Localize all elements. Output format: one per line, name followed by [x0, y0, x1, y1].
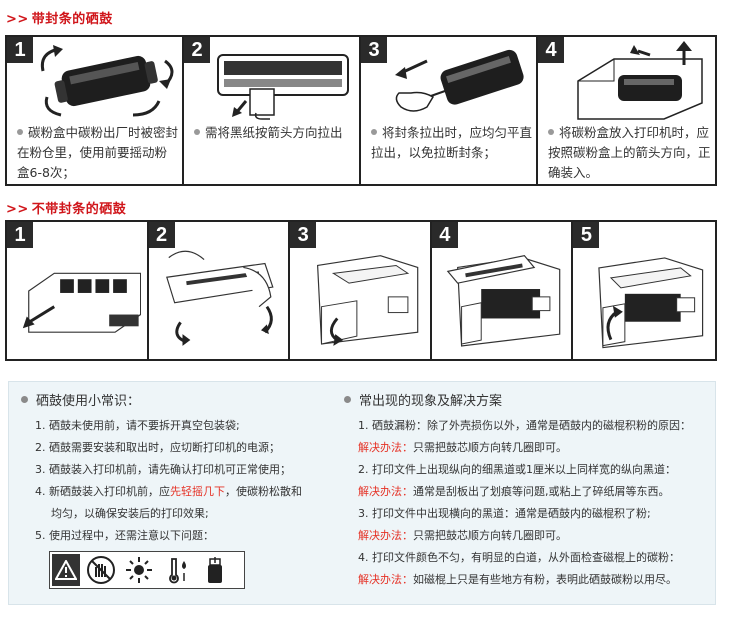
no-touch-icon — [84, 554, 118, 586]
sealed-step-2: 2 需将黑纸按箭头方向拉出 — [184, 37, 361, 184]
step-text: 将封条拉出时，应均匀平直拉出，以免拉断封条； — [371, 125, 533, 160]
tips-heading: 硒鼓使用小常识： — [21, 390, 339, 409]
tips-and-faq-panel: 硒鼓使用小常识： 1. 硒鼓未使用前，请不要拆开真空包装袋; 2. 硒鼓需要安装… — [8, 381, 716, 605]
step-number: 1 — [7, 222, 33, 248]
faq-question: 4. 打印文件颜色不匀，有明显的白道，从外面检查磁棍上的碳粉： — [358, 551, 680, 564]
step-text: 需将黑纸按箭头方向拉出 — [194, 123, 355, 143]
shake-drum-illustration — [165, 250, 274, 346]
no-sunlight-icon — [122, 554, 156, 586]
sealed-step-4: 4 将碳粉盒放入打印机时，应按照碳粉盒上的箭头方向，正确装入。 — [538, 37, 715, 184]
close-printer-cover-illustration — [598, 257, 704, 349]
tip-item-continued: 均匀，以确保安装后的打印效果; — [51, 507, 209, 520]
section-title-sealed: >>带封条的硒鼓 — [6, 12, 113, 27]
solution-label: 解决办法： — [358, 529, 413, 542]
sealed-step-3: 3 将封条拉出时，应均匀平直拉出，以免拉断封条； — [361, 37, 538, 184]
highlight-text: 先轻摇几下 — [170, 485, 225, 498]
solution-label: 解决办法： — [358, 441, 413, 454]
step-number: 1 — [7, 37, 33, 63]
shake-cartridge-illustration — [40, 45, 174, 117]
unsealed-steps-panel: 1 2 3 — [5, 220, 717, 361]
insert-drum-illustration — [446, 255, 561, 347]
step-number: 4 — [431, 222, 458, 248]
solution-label: 解决办法： — [358, 485, 413, 498]
faq: 常出现的现象及解决方案 1. 硒鼓漏粉：除了外壳损伤以外，通常是硒鼓内的磁棍积粉… — [344, 390, 714, 591]
unsealed-step-4: 4 — [431, 222, 574, 359]
usage-tips: 硒鼓使用小常识： 1. 硒鼓未使用前，请不要拆开真空包装袋; 2. 硒鼓需要安装… — [21, 390, 339, 589]
faq-answer: 解决办法：只需把鼓芯顺方向转几圈即可。 — [358, 441, 567, 454]
precaution-icons — [49, 551, 245, 589]
bullet-icon — [371, 128, 377, 135]
unsealed-step-1: 1 — [7, 222, 149, 359]
open-printer-cover-illustration — [317, 255, 419, 346]
unpack-cartridge-illustration — [22, 272, 141, 333]
no-heat-humidity-icon — [160, 554, 194, 586]
tip-item: 5. 使用过程中，还需注意以下问题： — [35, 529, 214, 542]
bullet-icon — [194, 128, 200, 135]
faq-answer: 解决办法：只需把鼓芯顺方向转几圈即可。 — [358, 529, 567, 542]
bullet-icon — [548, 128, 554, 135]
faq-answer: 解决办法：通常是刮板出了划痕等问题,或粘上了碎纸屑等东西。 — [358, 485, 670, 498]
tip-item: 4. 新硒鼓装入打印机前，应先轻摇几下，使碳粉松散和 — [35, 485, 302, 498]
warning-icon — [52, 554, 80, 586]
step-text: 碳粉盒中碳粉出厂时被密封在粉仓里，使用前要摇动粉盒6-8次； — [17, 125, 179, 180]
step-number: 2 — [184, 37, 210, 63]
step-number: 4 — [538, 37, 564, 63]
faq-question: 2. 打印文件上出现纵向的细黑道或1厘米以上同样宽的纵向黑道： — [358, 463, 676, 476]
tip-item: 1. 硒鼓未使用前，请不要拆开真空包装袋; — [35, 419, 240, 432]
unsealed-step-3: 3 — [290, 222, 432, 359]
step-number: 2 — [148, 222, 175, 248]
insert-cartridge-illustration — [577, 41, 703, 120]
step-number: 3 — [361, 37, 387, 63]
pull-seal-strip-illustration — [395, 49, 524, 112]
bullet-icon — [17, 128, 23, 135]
solution-label: 解决办法： — [358, 573, 413, 586]
step-text: 将碳粉盒放入打印机时，应按照碳粉盒上的箭头方向，正确装入。 — [548, 125, 711, 180]
unsealed-step-5: 5 — [573, 222, 715, 359]
chevron-icon: >> — [6, 202, 29, 217]
unsealed-step-2: 2 — [148, 222, 291, 359]
bullet-icon — [344, 396, 351, 403]
faq-question: 1. 硒鼓漏粉：除了外壳损伤以外，通常是硒鼓内的磁棍积粉的原因： — [358, 419, 691, 432]
faq-heading: 常出现的现象及解决方案 — [344, 390, 714, 409]
tip-item: 2. 硒鼓需要安装和取出时，应切断打印机的电源； — [35, 441, 280, 454]
sealed-steps-panel: 1 碳粉盒中碳粉出厂时被密封在粉仓里，使用前要摇动粉盒6-8次； 2 — [5, 35, 717, 186]
bullet-icon — [21, 396, 28, 403]
step-number: 5 — [573, 222, 600, 248]
no-upright-icon — [198, 554, 232, 586]
tip-item: 3. 硒鼓装入打印机前，请先确认打印机可正常使用； — [35, 463, 291, 476]
section-title-unsealed: >>不带封条的硒鼓 — [6, 202, 127, 217]
sealed-step-1: 1 碳粉盒中碳粉出厂时被密封在粉仓里，使用前要摇动粉盒6-8次； — [7, 37, 184, 184]
step-number: 3 — [290, 222, 317, 248]
chevron-icon: >> — [6, 12, 29, 27]
faq-answer: 解决办法：如磁棍上只是有些地方有粉，表明此硒鼓碳粉以用尽。 — [358, 573, 677, 586]
pull-black-paper-illustration — [217, 54, 349, 120]
faq-question: 3. 打印文件中出现横向的黑道：通常是硒鼓内的磁棍积了粉; — [358, 507, 651, 520]
